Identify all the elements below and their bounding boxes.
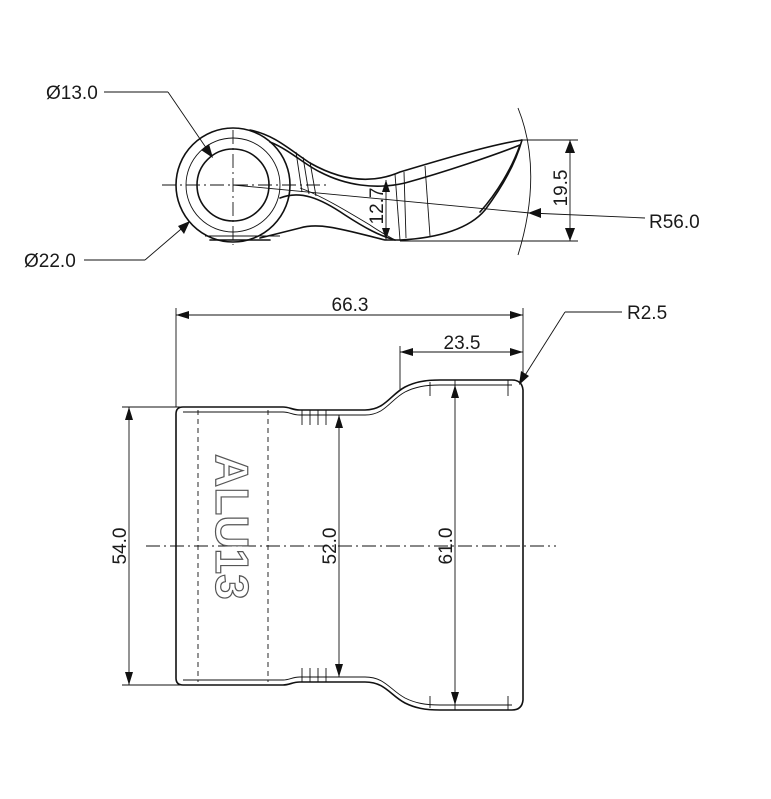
- dia13-arrow: [201, 144, 213, 158]
- dia22-leader: [144, 223, 188, 261]
- dim-61-arrow-top: [451, 385, 459, 398]
- label-inner-gap: 12.7: [367, 188, 388, 225]
- dim-52-arrow-bottom: [335, 664, 343, 677]
- r56-arrow: [528, 208, 541, 218]
- label-bend-radius: R56.0: [649, 212, 700, 233]
- label-inner-diameter: Ø13.0: [46, 83, 98, 104]
- bottom-edge-inner: [183, 676, 512, 706]
- r56-arc: [517, 107, 532, 256]
- side-view: [84, 91, 646, 261]
- lower-leaf-inner-2: [299, 187, 396, 241]
- rib-5: [403, 171, 407, 239]
- rib-2: [302, 156, 310, 195]
- r2-5-arrow: [519, 371, 529, 385]
- upper-leaf-inner: [269, 141, 521, 187]
- dim-66-3-arrow-left: [176, 311, 189, 319]
- rib-3: [309, 161, 317, 197]
- upper-leaf: [249, 129, 523, 181]
- dim-19-5-arrow-top: [565, 140, 575, 153]
- dim-54-arrow-top: [125, 407, 133, 420]
- leaf-tip-inner: [479, 144, 521, 213]
- dim-54-arrow-bottom: [125, 672, 133, 685]
- label-outer-diameter: Ø22.0: [24, 251, 76, 272]
- dim-12-7-arrow-bottom: [382, 228, 390, 240]
- dim-61-arrow-bottom: [451, 692, 459, 705]
- label-flange-length: 23.5: [444, 333, 481, 354]
- dia22-arrow: [178, 221, 190, 234]
- dia13-leader: [167, 91, 212, 156]
- r56-center-ray: [232, 184, 531, 214]
- r56-leader: [529, 212, 646, 219]
- label-overall-length: 66.3: [332, 295, 369, 316]
- dim-19-5-arrow-bottom: [565, 228, 575, 241]
- label-side-height: 19.5: [551, 170, 572, 207]
- rib-1: [295, 151, 303, 193]
- dim-23-5-arrow-right: [510, 348, 523, 356]
- lower-leaf: [259, 225, 401, 241]
- label-total-width: 54.0: [110, 528, 131, 565]
- dim-23-5-arrow-left: [400, 348, 413, 356]
- dim-66-3-arrow-right: [510, 311, 523, 319]
- rib-6: [424, 165, 431, 237]
- rib-4: [394, 173, 401, 241]
- dim-12-7-arrow-top: [382, 180, 390, 192]
- label-flange-width: 61.0: [436, 528, 457, 565]
- top-edge-inner: [183, 384, 512, 416]
- embossed-stamp: ALU13: [206, 454, 258, 600]
- top-view: ALU13: [122, 308, 622, 711]
- label-corner-radius: R2.5: [627, 303, 667, 324]
- label-neck-width: 52.0: [320, 528, 341, 565]
- r2-5-leader: [521, 311, 566, 381]
- lower-leaf-inner: [279, 194, 396, 241]
- dim-52-arrow-top: [335, 415, 343, 428]
